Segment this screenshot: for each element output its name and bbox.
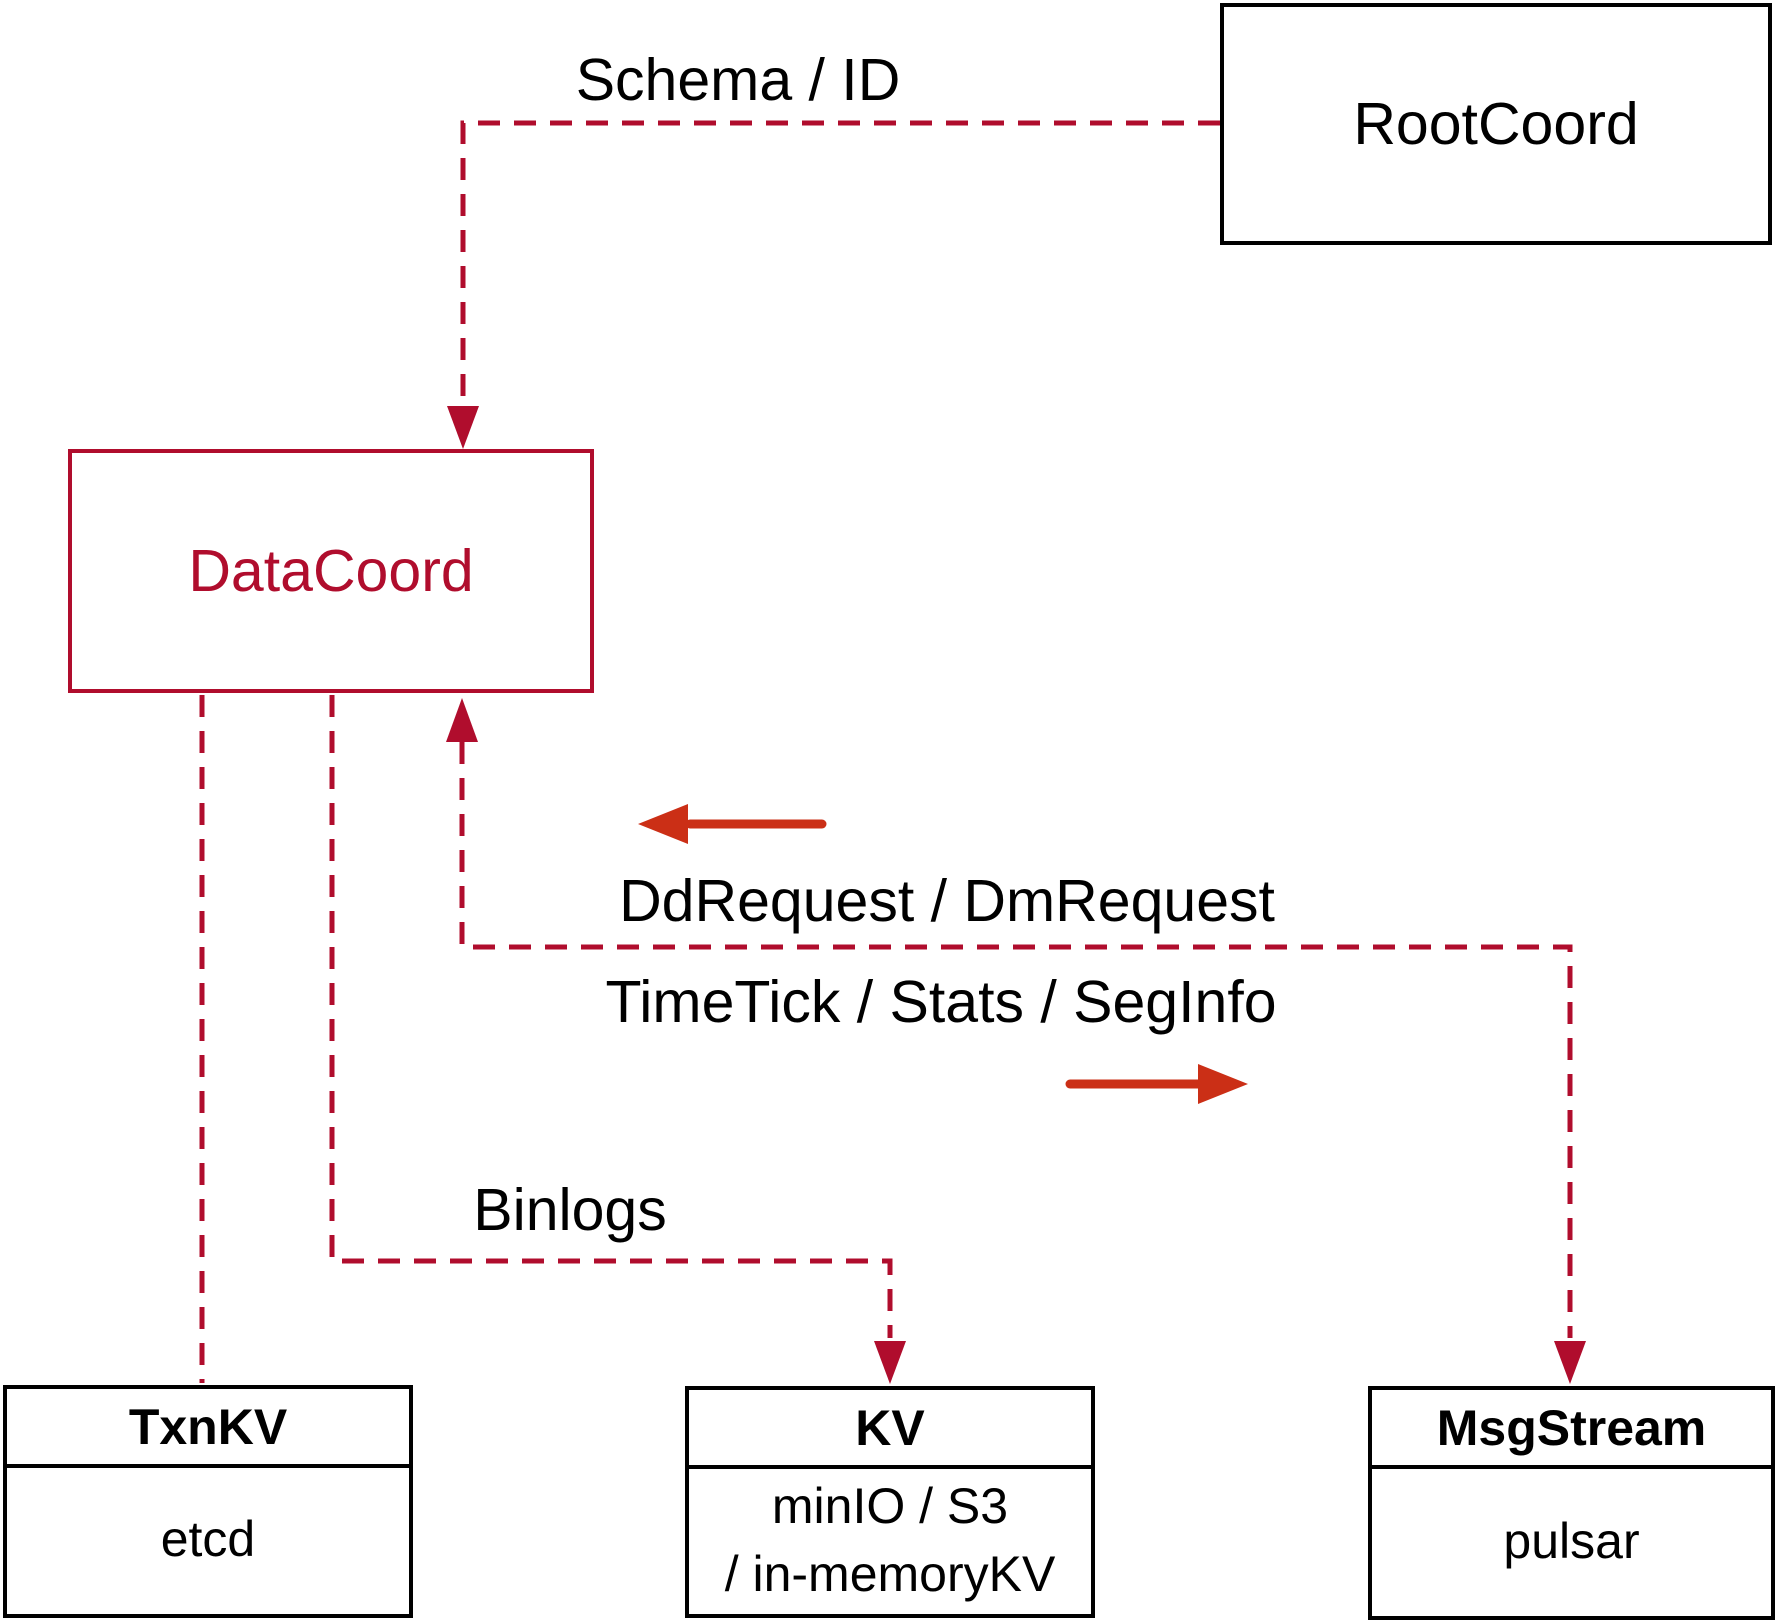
node-msgstream-body: pulsar	[1503, 1512, 1640, 1569]
arrowhead-down-kv-icon	[874, 1341, 906, 1384]
edge-schema-id-line	[460, 120, 1220, 440]
node-msgstream: MsgStream pulsar	[1368, 1386, 1775, 1620]
node-txnkv-title: TxnKV	[7, 1389, 409, 1468]
edge-msgstream-datacoord-line	[459, 742, 1573, 1338]
node-kv-body-line1: minIO / S3	[771, 1477, 1009, 1534]
edge-label-timetick-stats-seginfo: TimeTick / Stats / SegInfo	[605, 969, 1277, 1035]
node-kv-body-line2: / in-memoryKV	[724, 1545, 1056, 1602]
node-kv-title: KV	[689, 1390, 1091, 1469]
direction-arrow-right-head-icon	[1198, 1064, 1248, 1104]
node-txnkv: TxnKV etcd	[3, 1385, 413, 1618]
direction-arrow-left-head-icon	[638, 804, 688, 844]
node-txnkv-body: etcd	[160, 1511, 256, 1567]
node-msgstream-title: MsgStream	[1372, 1390, 1771, 1469]
node-rootcoord: RootCoord	[1220, 3, 1772, 245]
arrowhead-down-datacoord-icon	[447, 406, 479, 449]
arrowhead-up-datacoord-icon	[446, 698, 478, 742]
node-kv: KV minIO / S3 / in-memoryKV	[685, 1386, 1095, 1618]
node-rootcoord-label: RootCoord	[1353, 91, 1639, 157]
edge-binlogs-line	[329, 695, 893, 1338]
arrowhead-down-msgstream-icon	[1554, 1341, 1586, 1384]
node-datacoord: DataCoord	[68, 449, 594, 693]
edge-label-binlogs: Binlogs	[473, 1177, 667, 1243]
edge-label-ddrequest-dmrequest: DdRequest / DmRequest	[619, 868, 1275, 934]
edge-label-schema-id: Schema / ID	[575, 47, 901, 113]
node-datacoord-label: DataCoord	[188, 538, 474, 604]
